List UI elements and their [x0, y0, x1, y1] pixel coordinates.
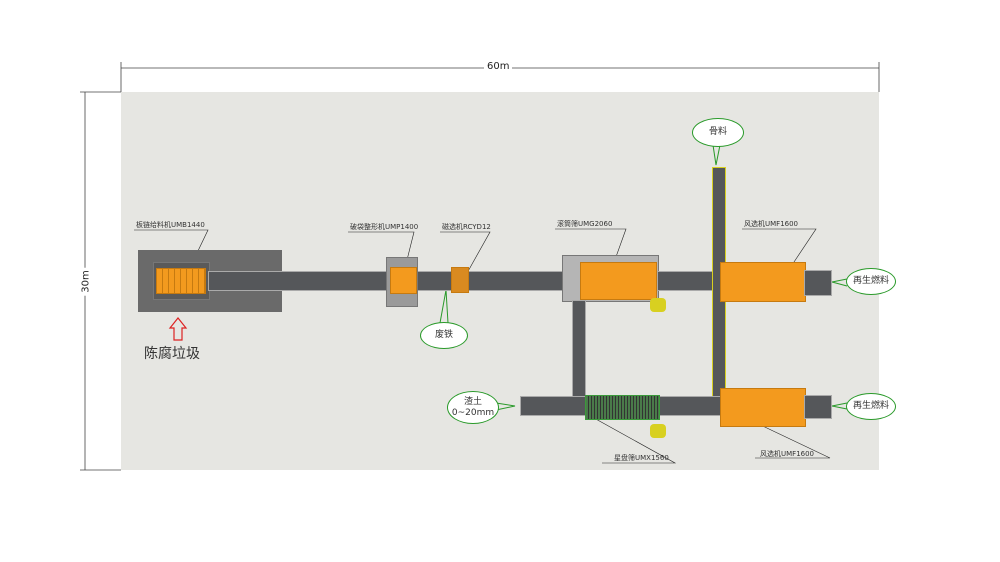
fuel-conveyor-top	[804, 270, 832, 296]
trommel-label: 滚筒筛UMG2060	[557, 220, 613, 228]
fan-bottom	[650, 424, 666, 438]
air-separator-top-label: 风选机UMF1600	[744, 220, 799, 228]
width-dimension: 60m	[484, 61, 513, 72]
soil-size-label: 0~20mm	[451, 407, 495, 418]
feeder-machine	[156, 268, 206, 294]
magnetic-separator-machine	[451, 267, 469, 293]
bag-breaker-label: 破袋整形机UMP1400	[350, 223, 419, 231]
input-arrow-icon	[168, 317, 188, 341]
fuel-conveyor-bottom	[804, 395, 832, 419]
soil-output-bubble: 渣土 0~20mm	[447, 391, 499, 424]
air-separator-bottom-machine	[720, 388, 806, 427]
fan-top	[650, 298, 666, 312]
star-screen-label: 星盘筛UMX1560	[614, 454, 669, 462]
scrap-iron-output-bubble: 废铁	[420, 322, 468, 349]
input-label: 陈腐垃圾	[144, 346, 200, 362]
height-dimension: 30m	[80, 267, 92, 296]
fuel-output-top-bubble: 再生燃料	[846, 268, 896, 295]
bag-breaker-machine	[390, 267, 417, 294]
undersize-conveyor	[572, 300, 586, 400]
magnetic-separator-label: 磁选机RCYD12	[442, 223, 491, 231]
air-separator-bottom-label: 风选机UMF1600	[760, 450, 815, 458]
star-screen-machine	[585, 395, 660, 420]
feeder-label: 板链给料机UMB1440	[136, 221, 205, 229]
trommel-machine	[580, 262, 657, 300]
air-separator-top-machine	[720, 262, 806, 302]
aggregate-output-bubble: 骨料	[692, 118, 744, 147]
fuel-output-bottom-bubble: 再生燃料	[846, 393, 896, 420]
soil-label: 渣土	[463, 396, 482, 407]
